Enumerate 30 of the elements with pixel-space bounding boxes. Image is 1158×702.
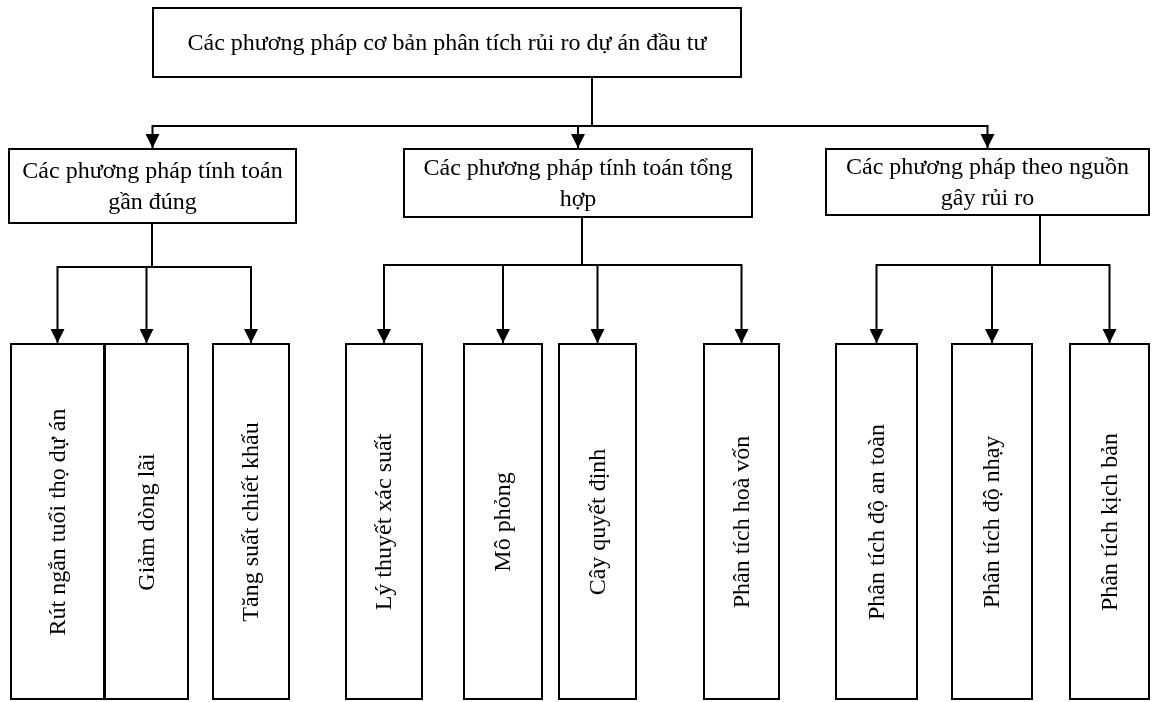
method-box <box>212 343 290 700</box>
method-box <box>1069 343 1150 700</box>
method-box <box>10 343 105 700</box>
node-label: Tăng suất chiết khấu <box>236 421 265 622</box>
node-label: Phân tích kịch bản <box>1094 432 1123 611</box>
node-label: Phân tích hoà vốn <box>726 435 755 608</box>
node-label: Cây quyết định <box>582 448 611 595</box>
arrow <box>151 223 258 344</box>
node-label: Rút ngắn tuổi thọ dự án <box>42 408 71 635</box>
category-box <box>825 148 1150 216</box>
method-box <box>835 343 918 700</box>
node-label: Giảm dòng lãi <box>131 452 160 591</box>
node-label: Mô phỏng <box>488 471 517 572</box>
node-label: Lý thuyết xác suất <box>369 433 398 610</box>
method-box <box>703 343 780 700</box>
arrow <box>1039 215 1117 344</box>
node-label: Phân tích độ nhạy <box>977 435 1006 608</box>
method-box <box>951 343 1033 700</box>
method-box <box>558 343 637 700</box>
method-box <box>345 343 423 700</box>
category-box <box>8 148 297 224</box>
node-label: Các phương pháp cơ bản phân tích rủi ro dự án đầu tư <box>186 27 708 57</box>
method-box <box>104 343 189 700</box>
node-label: Các phương pháp tính toán gần đúng <box>21 155 284 216</box>
method-box <box>463 343 543 700</box>
category-box <box>403 148 753 218</box>
node-label: Các phương pháp theo nguồn gây rủi ro <box>845 151 1130 212</box>
category-box <box>152 7 742 78</box>
node-label: Phân tích độ an toàn <box>861 423 890 620</box>
node-label: Các phương pháp tính toán tổng hợp <box>422 152 734 213</box>
